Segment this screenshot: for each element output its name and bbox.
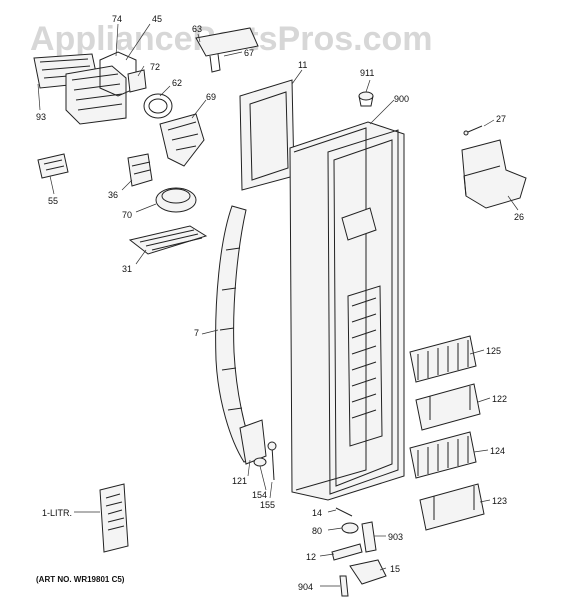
grille-31	[128, 225, 208, 255]
screw-27	[463, 125, 483, 136]
art-number: (ART NO. WR19801 C5)	[36, 575, 125, 584]
callout-121: 121	[232, 476, 247, 486]
callout-26: 26	[514, 212, 524, 222]
callout-67: 67	[244, 48, 254, 58]
callout-15: 15	[390, 564, 400, 574]
pin-155	[267, 441, 277, 481]
leader-lines	[37, 23, 519, 587]
panel-11	[239, 79, 295, 191]
ring-62	[143, 93, 173, 119]
cam-903	[361, 521, 377, 553]
manual-1-litr	[99, 483, 129, 553]
callout-1-litr: 1-LITR.	[42, 508, 72, 518]
callout-70: 70	[122, 210, 132, 220]
callout-12: 12	[306, 552, 316, 562]
callout-72: 72	[150, 62, 160, 72]
callout-93: 93	[36, 112, 46, 122]
callout-903: 903	[388, 532, 403, 542]
shelf-bin-125	[409, 335, 477, 383]
funnel-69	[159, 113, 205, 167]
dispenser-housing-93	[33, 51, 137, 125]
bushing-80	[341, 522, 359, 534]
callout-14: 14	[312, 508, 322, 518]
bezel-70	[155, 187, 197, 213]
callout-154: 154	[252, 490, 267, 500]
callout-11: 11	[298, 60, 307, 70]
callout-55: 55	[48, 196, 58, 206]
shelf-bin-124	[409, 431, 477, 479]
shelf-bin-123	[419, 483, 485, 531]
callout-7: 7	[194, 328, 199, 338]
handle-7	[215, 205, 257, 463]
callout-62: 62	[172, 78, 182, 88]
callout-80: 80	[312, 526, 322, 536]
hinge-15	[349, 559, 387, 585]
pin-904	[339, 575, 349, 597]
hinge-121	[239, 419, 267, 465]
door-900	[289, 121, 405, 501]
callout-45: 45	[152, 14, 162, 24]
bushing-154	[253, 457, 267, 467]
screw-14	[335, 507, 353, 517]
bracket-63	[195, 27, 259, 73]
clip-55	[37, 153, 69, 179]
shelf-bin-122	[415, 383, 481, 431]
callout-904: 904	[298, 582, 313, 592]
callout-74: 74	[112, 14, 122, 24]
callout-911: 911	[360, 68, 374, 78]
callout-36: 36	[108, 190, 118, 200]
callout-63: 63	[192, 24, 202, 34]
callout-123: 123	[492, 496, 507, 506]
callout-31: 31	[122, 264, 132, 274]
bracket-72	[127, 69, 147, 93]
cap-911	[358, 91, 374, 107]
callout-69: 69	[206, 92, 216, 102]
callout-155: 155	[260, 500, 275, 510]
callout-125: 125	[486, 346, 501, 356]
cover-26	[461, 139, 527, 209]
callout-27: 27	[496, 114, 506, 124]
callout-900: 900	[394, 94, 409, 104]
callout-122: 122	[492, 394, 507, 404]
callout-124: 124	[490, 446, 505, 456]
actuator-36	[127, 153, 153, 187]
bracket-12	[331, 543, 363, 561]
